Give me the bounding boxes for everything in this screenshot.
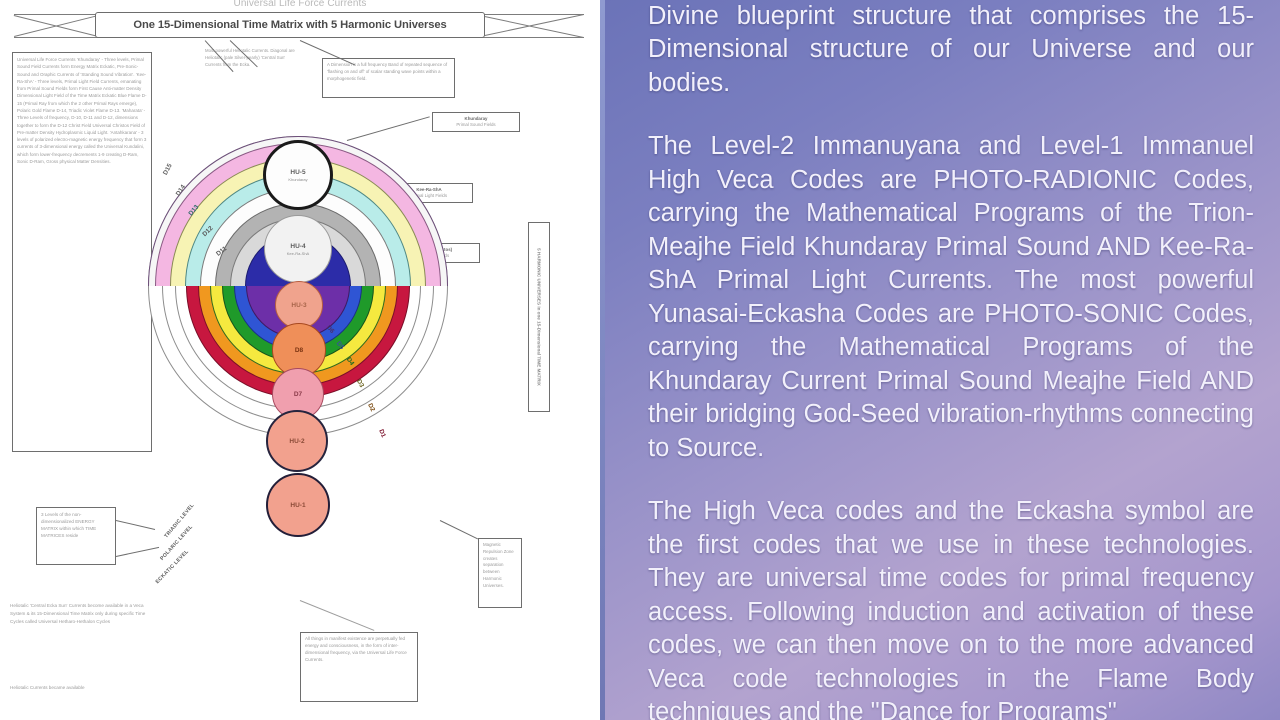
callout-life-force-feed: All things in manifest existence are per… (300, 632, 418, 702)
narration-text-panel: electro-tonal program of Kristiac mathem… (600, 0, 1280, 720)
hu-5-label: HU-5 (290, 168, 306, 176)
footnote-heliotalic-available: Heliotalic Currents became available (10, 685, 85, 690)
narration-paragraphs: electro-tonal program of Kristiac mathem… (648, 0, 1254, 720)
ring-label-d1: D1 (377, 428, 387, 439)
hu-1-sphere: HU-1 (266, 473, 330, 537)
hu-3-sphere: HU-3 (275, 281, 323, 329)
hu-2-label: HU-2 (289, 437, 305, 445)
paragraph-1: electro-tonal program of Kristiac mathem… (648, 1, 1254, 97)
hu-4-sub: Kee-Ra-ShA (286, 250, 310, 256)
hu-4-label: HU-4 (290, 242, 306, 250)
vertical-label-text: 5 HARMONIC UNIVERSES in one 15-Dimension… (536, 248, 542, 386)
hu-5-sub: Khundaray (288, 176, 308, 182)
banner-title: One 15-Dimensional Time Matrix with 5 Ha… (133, 19, 447, 31)
paragraph-3: The High Veca codes and the Eckasha symb… (648, 497, 1254, 720)
universal-life-force-text-panel: Universal Life Force Currents 'Khundaray… (12, 52, 152, 452)
leader-line (299, 600, 375, 631)
time-matrix-mandala: D15 D14 D13 D12 D11 D6 D5 D4 D3 D2 D1 HU… (148, 118, 448, 588)
paragraph-2: The Level-2 Immanuyana and Level-1 Imman… (648, 132, 1254, 462)
callout-energy-matrix-levels: 3 Levels of the non-dimensionalized ENER… (36, 507, 116, 565)
callout-magnetic-repulsion: Magnetic Repulsion Zone creates separati… (478, 538, 522, 608)
hu-3-label: HU-3 (291, 301, 307, 309)
d7-label: D7 (293, 390, 303, 398)
hu-2-sphere: HU-2 (266, 410, 328, 472)
banner-title-box: One 15-Dimensional Time Matrix with 5 Ha… (95, 12, 485, 38)
banner-supertitle: Universal Life Force Currents (233, 0, 367, 9)
callout-kee-ra-sha-title: Kee-Ra-ShA (416, 187, 442, 192)
ribbon-wing-right (480, 14, 584, 38)
d8-label: D8 (294, 346, 304, 354)
footnote-heliotalic-cycles: Heliotalic 'Central Ecka Sun' Currents b… (10, 603, 146, 624)
ribbon-wing-left (14, 14, 98, 38)
hu-5-sphere: HU-5 Khundaray (263, 140, 333, 210)
panel-left-edge (600, 0, 605, 720)
callout-khundaray-title: Khundaray (464, 116, 488, 121)
callout-dimension-definition: A Dimension is a full frequency Band of … (322, 58, 455, 98)
vertical-harmonic-universes-label: 5 HARMONIC UNIVERSES in one 15-Dimension… (528, 222, 550, 412)
callout-khundaray-text: Primal Sound Fields (456, 121, 496, 127)
level-label-eckatic: ECKATIC LEVEL (154, 548, 191, 586)
callout-kee-ra-sha-text: Primal Light Fields (410, 192, 448, 198)
hu-4-sphere: HU-4 Kee-Ra-ShA (264, 215, 332, 283)
callout-khundaray: Khundaray Primal Sound Fields (432, 112, 520, 132)
hu-1-label: HU-1 (290, 501, 306, 509)
diagram-panel: Universal Life Force Currents One 15-Dim… (0, 0, 600, 720)
